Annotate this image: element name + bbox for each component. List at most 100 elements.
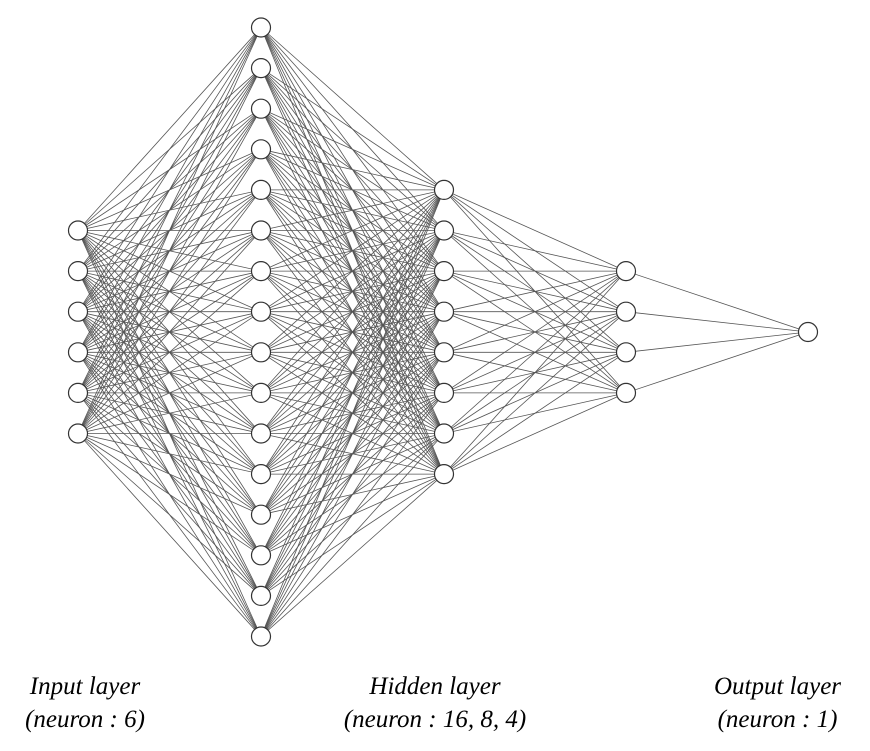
connection-line (443, 270, 627, 434)
connection-line (77, 433, 262, 597)
connection-line (260, 189, 445, 475)
hidden-neuron (250, 139, 272, 160)
hidden-neuron (250, 423, 272, 444)
connection-line (443, 392, 627, 475)
hidden-neuron (250, 220, 272, 241)
input-neuron (67, 261, 89, 282)
hidden-neuron (250, 585, 272, 607)
hidden-neuron (250, 626, 272, 647)
connection-line (77, 392, 262, 434)
input-layer-label: Input layer (neuron : 6) (0, 670, 170, 736)
connection-line (77, 27, 262, 312)
connection-line (260, 392, 445, 637)
connection-line (77, 27, 262, 394)
output-layer-title: Output layer (713, 673, 842, 700)
hidden-neuron (250, 382, 272, 403)
connection-line (260, 189, 445, 313)
connection-line (443, 189, 627, 272)
connection-line (77, 27, 262, 231)
connection-line (77, 433, 262, 556)
hidden-neuron (433, 220, 455, 241)
hidden-neuron (615, 261, 637, 282)
connection-line (443, 311, 627, 475)
hidden-neuron (433, 261, 455, 282)
input-neuron (67, 423, 89, 444)
hidden-neuron (433, 342, 455, 363)
connection-line (260, 352, 445, 637)
connection-line (77, 27, 262, 272)
hidden-neuron (433, 382, 455, 403)
connection-line (77, 270, 262, 434)
neurons (67, 17, 819, 647)
connection-line (260, 189, 445, 556)
hidden-layer-label: Hidden layer (neuron : 16, 8, 4) (320, 670, 550, 736)
connection-line (260, 189, 445, 353)
connection-line (260, 311, 445, 637)
connection-line (77, 433, 262, 516)
hidden-neuron (615, 342, 637, 363)
connection-line (260, 473, 445, 637)
output-layer-detail: (neuron : 1) (717, 706, 838, 733)
connection-line (260, 189, 445, 597)
hidden-neuron (250, 17, 272, 38)
input-neuron (67, 382, 89, 403)
input-neuron (67, 342, 89, 363)
hidden-neuron (250, 464, 272, 485)
connection-line (77, 149, 262, 434)
hidden-neuron (250, 504, 272, 525)
input-neuron (67, 220, 89, 241)
connection-line (77, 27, 262, 434)
connection-line (443, 270, 627, 313)
input-neuron (67, 301, 89, 322)
connection-line (443, 351, 627, 475)
connection-line (260, 270, 445, 637)
connection-line (625, 311, 809, 333)
connection-line (625, 331, 809, 353)
output-layer-label: Output layer (neuron : 1) (690, 670, 865, 736)
hidden-neuron (250, 545, 272, 566)
connection-line (443, 230, 627, 272)
connection-line (260, 189, 445, 637)
connections (77, 27, 809, 637)
connection-line (443, 270, 627, 475)
connection-line (260, 189, 445, 272)
connection-line (260, 108, 445, 191)
connection-line (260, 189, 445, 434)
connection-line (260, 67, 445, 191)
input-layer-detail: (neuron : 6) (25, 706, 145, 733)
connection-line (260, 189, 445, 394)
output-neuron (797, 321, 819, 343)
hidden-neuron (250, 98, 272, 119)
hidden-neuron (615, 382, 637, 403)
connection-line (77, 67, 262, 434)
connection-line (625, 270, 809, 333)
hidden-neuron (433, 423, 455, 444)
hidden-neuron (433, 464, 455, 485)
hidden-neuron (250, 179, 272, 200)
connection-line (77, 351, 262, 434)
connection-line (260, 230, 445, 637)
hidden-neuron (250, 342, 272, 363)
connection-line (260, 27, 445, 191)
connection-line (443, 270, 627, 394)
connection-line (77, 230, 262, 434)
hidden-neuron (250, 301, 272, 322)
connection-line (77, 433, 262, 637)
hidden-neuron (250, 57, 272, 79)
connection-line (443, 270, 627, 353)
connection-line (77, 311, 262, 434)
input-layer-title: Input layer (29, 673, 141, 700)
connection-line (260, 148, 445, 191)
hidden-layer-detail: (neuron : 16, 8, 4) (343, 706, 527, 733)
connection-line (260, 433, 445, 637)
connection-line (625, 331, 809, 394)
connection-line (260, 189, 445, 515)
connection-line (77, 108, 262, 434)
connection-line (77, 27, 262, 353)
hidden-neuron (250, 261, 272, 282)
connection-line (77, 189, 262, 434)
connection-line (260, 189, 445, 231)
connection-line (77, 433, 262, 475)
hidden-neuron (433, 301, 455, 322)
